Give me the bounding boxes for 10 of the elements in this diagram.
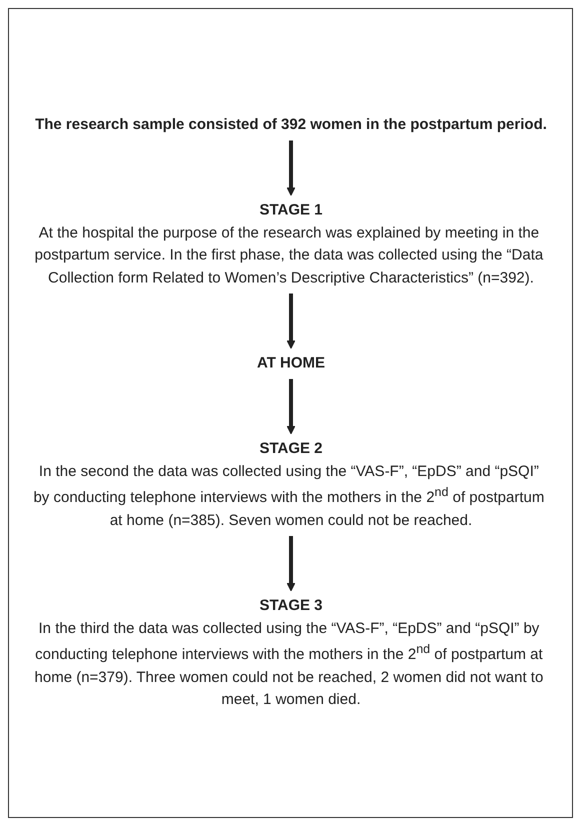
node-text: STAGE 2 In the second the data was collected using the “VAS-F”, “EpDS” and “pSQI” by conducting telephone interviews with the mothers in the 2$^{nd}$ of postpartum at home (n=385). Seven women could not be reached.: [32, 440, 544, 529]
node-text: STAGE 1 At the hospital the purpose of the research was explained by meeting in the postpartum service. In the first phase, the data was collected using the “Data Collection form Related to Women’s Descriptive Characteristics” (n=392).: [34, 202, 543, 286]
arrow: [286, 536, 295, 592]
node-text: AT HOME: [256, 354, 325, 372]
figure-frame: The research sample consisted of 392 women in the postpartum period. STAGE 1 At the hospital the purpose of the research was explained by meeting in the postpartum service. In the first phase, the data was collected using the “Data Collection form Related to Women’s Descriptive Characteristics” (n=392). AT HOME STAGE 2 In the second the data was collected using the “VAS-F”, “EpDS” and “pSQI” by conducting telephone interviews with the mothers in the 2$^{nd}$ of postpartum at home (n=385). Seven women could not be reached. STAGE 3 In the third the data was collected using the “VAS-F”, “EpDS” and “pSQI” by conducting telephone interviews with the mothers in the 2$^{nd}$ of postpartum at home (n=379). Three women could not be reached, 2 women did not want to meet, 1 women died.: [8, 8, 573, 818]
arrow: [286, 140, 295, 196]
node-text: STAGE 3 In the third the data was collected using the “VAS-F”, “EpDS” and “pSQI” by conducting telephone interviews with the mothers in the 2$^{nd}$ of postpartum at home (n=379). Three women could not be reached, 2 women did not want to meet, 1 women died.: [34, 597, 543, 708]
node-text: The research sample consisted of 392 women in the postpartum period.: [34, 116, 546, 134]
arrow: [286, 379, 295, 435]
arrow: [286, 294, 295, 350]
